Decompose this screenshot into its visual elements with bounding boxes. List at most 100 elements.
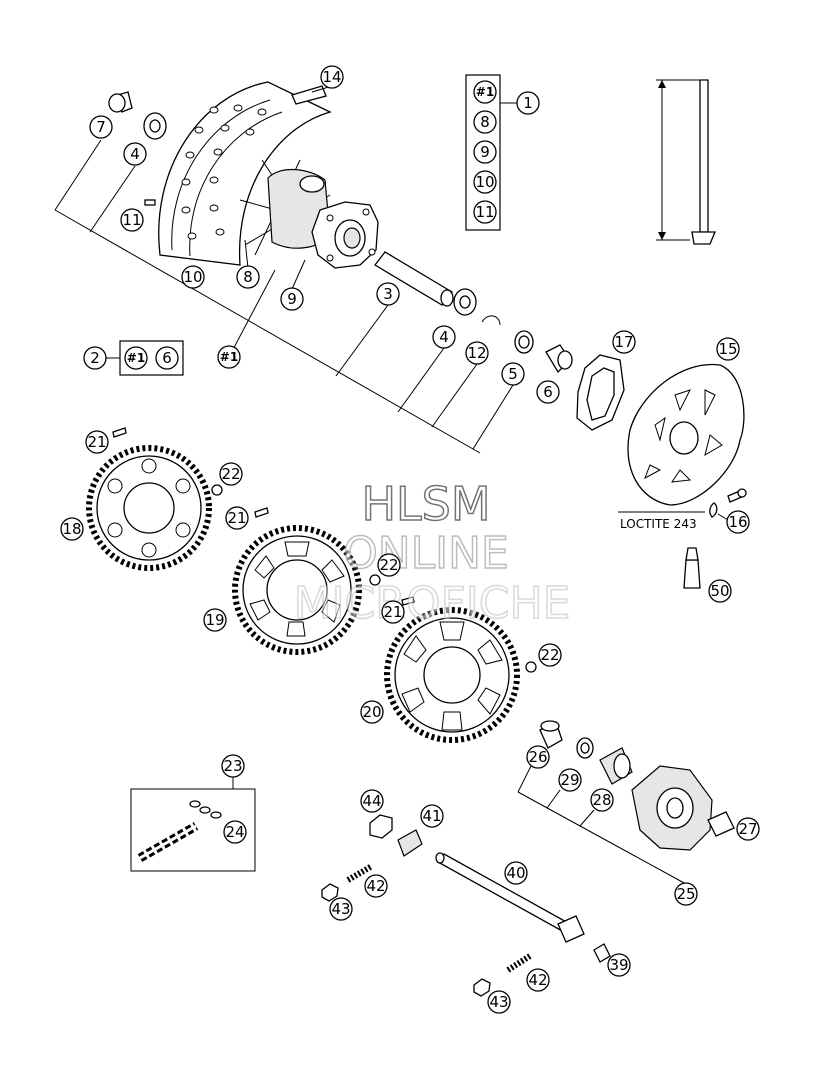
nipple[interactable] — [144, 199, 156, 206]
adjuster-nut-43a[interactable] — [321, 883, 339, 902]
callout-21a[interactable]: 21 — [85, 430, 109, 454]
bearing-28[interactable] — [599, 747, 633, 785]
callout-kit-1[interactable]: 1 — [516, 91, 540, 115]
callout-8-label: 8 — [243, 268, 253, 286]
callout-40[interactable]: 40 — [504, 861, 528, 885]
adjuster-screw-42a[interactable] — [346, 863, 374, 883]
callout-41[interactable]: 41 — [420, 804, 444, 828]
callout-4b[interactable]: 4 — [432, 325, 456, 349]
bearing-left[interactable] — [143, 112, 167, 140]
sprocket-20[interactable] — [384, 607, 520, 743]
sprocket-nut-a[interactable] — [211, 484, 223, 496]
kit-2-member-1[interactable]: 6 — [155, 346, 179, 370]
callout-11[interactable]: 11 — [120, 208, 144, 232]
sprocket-18[interactable] — [86, 445, 212, 571]
callout-12[interactable]: 12 — [465, 341, 489, 365]
callout-39[interactable]: 39 — [607, 953, 631, 977]
callout-9-label: 9 — [287, 290, 297, 308]
callout-22a[interactable]: 22 — [219, 462, 243, 486]
kit-1-member-4-label: 11 — [475, 203, 494, 221]
callout-19[interactable]: 19 — [203, 608, 227, 632]
drive-chain[interactable] — [137, 822, 199, 862]
callout-hash1[interactable]: #1 — [217, 345, 241, 369]
adjuster-screw-42b[interactable] — [506, 953, 532, 973]
callout-25-label: 25 — [676, 885, 695, 903]
callout-22c[interactable]: 22 — [538, 643, 562, 667]
callout-14[interactable]: 14 — [320, 65, 344, 89]
brake-flange[interactable] — [311, 201, 379, 269]
damper-27[interactable] — [707, 811, 735, 837]
callout-20[interactable]: 20 — [360, 700, 384, 724]
callout-42a[interactable]: 42 — [364, 874, 388, 898]
callout-6[interactable]: 6 — [536, 380, 560, 404]
chain-joint[interactable] — [189, 800, 222, 819]
callout-43a[interactable]: 43 — [329, 897, 353, 921]
sprocket-carrier-25[interactable] — [631, 765, 713, 851]
rear-axle[interactable] — [435, 852, 585, 943]
callout-4b-label: 4 — [439, 328, 449, 346]
callout-22b[interactable]: 22 — [377, 553, 401, 577]
callout-25[interactable]: 25 — [674, 882, 698, 906]
spacer-26[interactable] — [539, 720, 563, 749]
callout-18[interactable]: 18 — [60, 517, 84, 541]
sprocket-nut-b[interactable] — [369, 574, 381, 586]
sprocket-19[interactable] — [232, 525, 362, 655]
bearing-right[interactable] — [453, 288, 477, 316]
circlip[interactable] — [481, 315, 501, 326]
callout-9[interactable]: 9 — [280, 287, 304, 311]
kit-1-member-1-label: 8 — [480, 113, 490, 131]
callout-21c[interactable]: 21 — [381, 600, 405, 624]
loctite-note: LOCTITE 243 — [620, 517, 697, 531]
wheel-rim[interactable] — [158, 81, 332, 266]
disc-adapter[interactable] — [576, 354, 625, 431]
kit-1-member-3-label: 10 — [475, 173, 494, 191]
callout-24[interactable]: 24 — [223, 820, 247, 844]
callout-3[interactable]: 3 — [376, 282, 400, 306]
watermark-line-3: MICROFICHE — [294, 578, 571, 629]
chain-adjuster-41[interactable] — [397, 829, 423, 857]
callout-43b[interactable]: 43 — [487, 990, 511, 1014]
adjuster-nut-44[interactable] — [369, 814, 393, 839]
sprocket-bolt-a[interactable] — [112, 427, 127, 438]
callout-44[interactable]: 44 — [360, 789, 384, 813]
loctite-bottle[interactable] — [683, 547, 701, 589]
adjuster-nut-43b[interactable] — [473, 978, 491, 997]
callout-15[interactable]: 15 — [716, 337, 740, 361]
callout-5[interactable]: 5 — [501, 362, 525, 386]
callout-44-label: 44 — [362, 792, 381, 810]
callout-26[interactable]: 26 — [526, 745, 550, 769]
callout-16[interactable]: 16 — [726, 510, 750, 534]
callout-8[interactable]: 8 — [236, 265, 260, 289]
callout-29[interactable]: 29 — [558, 768, 582, 792]
seal-ring[interactable] — [514, 330, 534, 354]
callout-42b[interactable]: 42 — [526, 968, 550, 992]
distance-tube[interactable] — [374, 251, 454, 307]
callout-7[interactable]: 7 — [89, 115, 113, 139]
callout-kit-2[interactable]: 2 — [83, 346, 107, 370]
kit-1-member-2[interactable]: 9 — [473, 140, 497, 164]
axle-cap-39[interactable] — [593, 943, 611, 963]
kit-2-member-0[interactable]: #1 — [124, 346, 148, 370]
sprocket-bolt-c[interactable] — [401, 596, 415, 606]
kit-1-member-1[interactable]: 8 — [473, 110, 497, 134]
axle-dimension — [656, 79, 716, 245]
spacer-bushing[interactable] — [545, 344, 573, 374]
callout-10[interactable]: 10 — [181, 265, 205, 289]
callout-43b-label: 43 — [489, 993, 508, 1011]
callout-27[interactable]: 27 — [736, 817, 760, 841]
sprocket-bolt-b[interactable] — [254, 507, 269, 518]
spacer-sleeve[interactable] — [108, 91, 133, 113]
callout-4a[interactable]: 4 — [123, 142, 147, 166]
callout-50[interactable]: 50 — [708, 579, 732, 603]
seal-29[interactable] — [576, 737, 594, 759]
sprocket-nut-c[interactable] — [525, 661, 537, 673]
callout-17[interactable]: 17 — [612, 330, 636, 354]
kit-1-member-3[interactable]: 10 — [473, 170, 497, 194]
kit-1-member-0[interactable]: #1 — [473, 80, 497, 104]
callout-23[interactable]: 23 — [221, 754, 245, 778]
disc-bolt[interactable] — [727, 488, 747, 503]
kit-1-member-4[interactable]: 11 — [473, 200, 497, 224]
callout-21b[interactable]: 21 — [225, 506, 249, 530]
brake-disc[interactable] — [627, 363, 745, 506]
callout-28[interactable]: 28 — [590, 788, 614, 812]
